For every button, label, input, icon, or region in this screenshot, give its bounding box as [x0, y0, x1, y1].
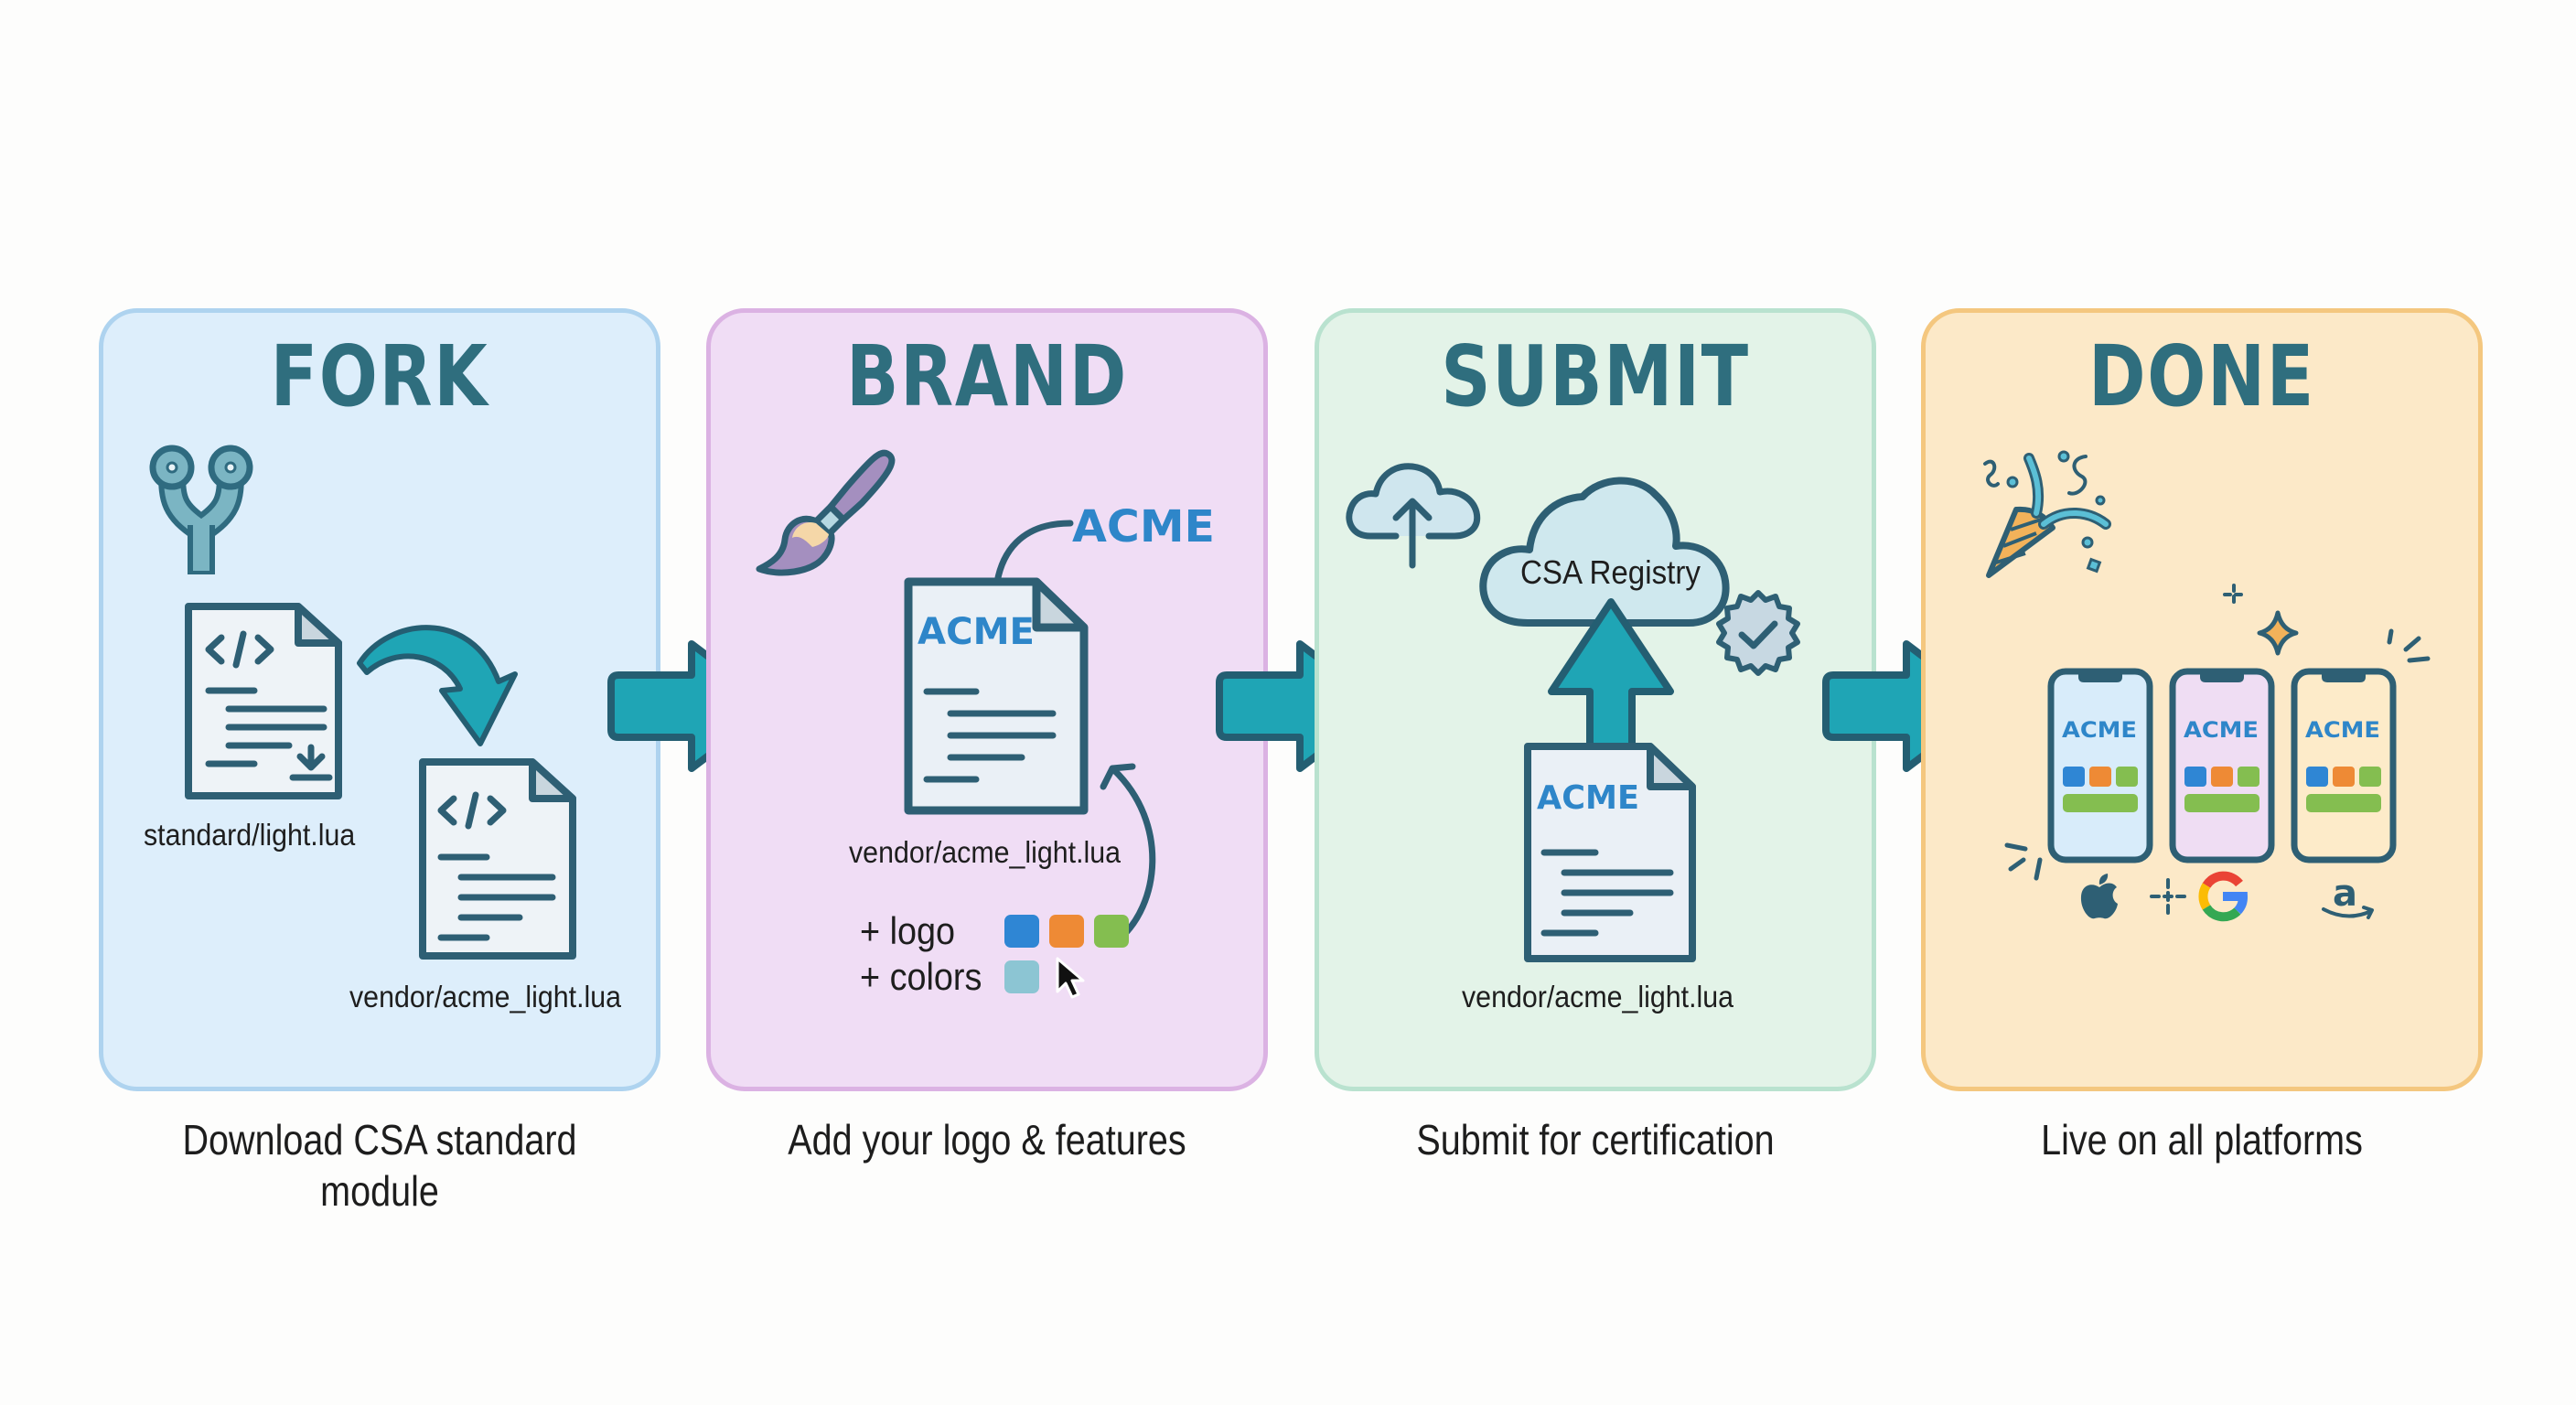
sparkle-icon [2150, 878, 2186, 915]
mouse-cursor-icon [1056, 957, 1085, 999]
step-caption-done: Live on all platforms [2041, 1116, 2363, 1164]
amazon-logo-icon: a [2322, 873, 2374, 919]
acme-logo-text: ACME [2184, 717, 2259, 743]
source-file-label: standard/light.lua [144, 818, 356, 852]
next-step-arrow-icon [1216, 640, 1386, 772]
cloud-upload-icon [1346, 463, 1481, 569]
branded-file-icon: ACME [1524, 743, 1696, 962]
step-title: DONE [2088, 327, 2315, 425]
sparkle-lines-icon [2387, 628, 2431, 663]
paintbrush-icon [756, 449, 896, 576]
color-swatch-orange[interactable] [1049, 915, 1084, 948]
file-label: vendor/acme_light.lua [849, 835, 1122, 869]
acme-logo-text: ACME [918, 611, 1035, 653]
verified-badge-icon [1716, 590, 1800, 676]
acme-logo-text: ACME [1072, 501, 1215, 552]
add-logo-label: + logo [860, 909, 956, 952]
google-logo-icon [2198, 871, 2248, 922]
phone-mockup-ios: ACME [2047, 668, 2153, 863]
curved-arrow-icon [357, 625, 518, 746]
target-file-label: vendor/acme_light.lua [349, 980, 622, 1014]
acme-logo: ACME [1072, 501, 1215, 552]
apple-logo-icon [2080, 874, 2118, 919]
step-caption-submit: Submit for certification [1416, 1116, 1775, 1164]
next-step-arrow-icon [1822, 640, 1992, 772]
step-title: FORK [270, 327, 489, 425]
phone-mockup-android: ACME [2169, 668, 2275, 863]
phone-mockup-amazon: ACME [2291, 668, 2397, 863]
color-swatch-teal[interactable] [1004, 960, 1039, 993]
code-file-icon [419, 758, 576, 960]
sparkle-icon [2223, 584, 2299, 656]
svg-text:a: a [2333, 873, 2357, 915]
branded-file-icon: ACME [904, 577, 1089, 815]
acme-logo-text: ACME [2062, 717, 2137, 743]
color-swatch-green[interactable] [1094, 915, 1129, 948]
registry-cloud-icon [1479, 477, 1730, 627]
upload-arrow-icon [1548, 598, 1674, 754]
registry-label: CSA Registry [1520, 553, 1701, 591]
color-swatch-blue[interactable] [1004, 915, 1039, 948]
step-title: SUBMIT [1441, 327, 1750, 425]
step-caption-fork: Download CSA standard module [182, 1116, 577, 1215]
git-fork-icon [149, 445, 253, 574]
step-title: BRAND [846, 327, 1128, 425]
acme-logo-text: ACME [2305, 717, 2380, 743]
step-caption-brand: Add your logo & features [788, 1116, 1186, 1164]
curved-arrow-icon [1100, 763, 1156, 944]
code-file-icon [185, 603, 342, 799]
party-popper-icon [1983, 450, 2111, 578]
add-colors-label: + colors [860, 955, 982, 998]
sparkle-lines-icon [2004, 842, 2043, 881]
next-step-arrow-icon [607, 640, 778, 772]
file-label: vendor/acme_light.lua [1462, 980, 1734, 1014]
acme-logo-text: ACME [1537, 779, 1639, 817]
